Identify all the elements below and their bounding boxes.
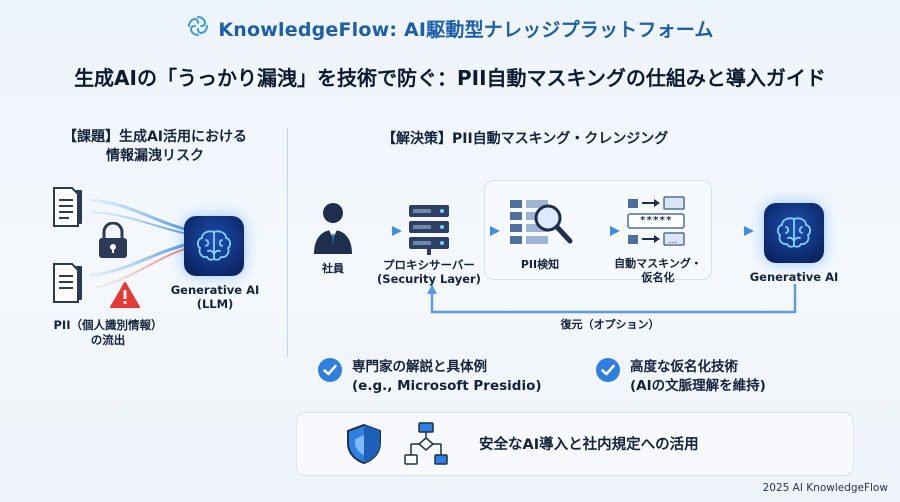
llm-label-line1: Generative AI [170, 283, 260, 297]
bottom-banner: 安全なAI導入と社内規定への活用 [296, 412, 854, 476]
feature-1-line2: (e.g., Microsoft Presidio) [352, 378, 542, 394]
masked-token: ***** [639, 215, 673, 226]
flowchart-icon [403, 421, 449, 471]
llm-label-line2: (LLM) [196, 297, 234, 311]
problem-title-line1: 【課題】生成AI活用における [62, 129, 248, 145]
solution-title: 【解決策】PII自動マスキング・クレンジング [382, 131, 669, 147]
check-circle-icon [596, 358, 620, 382]
warning-icon [110, 282, 140, 312]
feature-item-2: 高度な仮名化技術 (AIの文脈理解を維持) [596, 358, 766, 396]
masking-icon: … [626, 196, 688, 254]
generative-ai-label: Generative AI [749, 270, 839, 284]
pii-leak-label-line2: の流出 [90, 333, 126, 347]
brain-icon [197, 230, 231, 261]
check-circle-icon [318, 358, 342, 382]
svg-text:…: … [669, 236, 678, 246]
brain-icon [777, 217, 811, 248]
brand-header: KnowledgeFlow: AI駆動型ナレッジプラットフォーム [0, 14, 900, 42]
leak-flow-line-1 [89, 198, 189, 232]
proxy-label: プロキシサーバー (Security Layer) [370, 258, 488, 286]
pii-leak-label: PII（個人識別情報） の流出 [38, 318, 178, 348]
llm-brain-tile [184, 216, 244, 276]
shield-icon [345, 423, 383, 469]
page-headline: 生成AIの「うっかり漏洩」を技術で防ぐ：PII自動マスキングの仕組みと導入ガイド [74, 66, 826, 90]
server-icon [407, 203, 451, 261]
leak-flow-line-5 [94, 247, 189, 289]
footer-copyright: 2025 AI KnowledgeFlow [762, 482, 888, 494]
brand-title: KnowledgeFlow: AI駆動型ナレッジプラットフォーム [218, 18, 714, 41]
lock-icon [96, 221, 130, 264]
pii-leak-label-line1: PII（個人識別情報） [53, 318, 163, 332]
feature-item-1: 専門家の解説と具体例 (e.g., Microsoft Presidio) [318, 358, 542, 396]
feature-2-line1: 高度な仮名化技術 [630, 359, 738, 375]
masking-label: 自動マスキング・ 仮名化 [602, 257, 714, 285]
leak-flow-line-2 [89, 211, 189, 235]
proxy-label-line1: プロキシサーバー [383, 258, 475, 272]
employee-label: 社員 [322, 262, 344, 275]
document-icon [52, 186, 86, 232]
leak-flow-line-4 [89, 242, 189, 278]
pii-detect-label: PII検知 [520, 258, 560, 271]
feature-1-line1: 専門家の解説と具体例 [352, 359, 487, 375]
solution-flow-arrows [362, 226, 797, 314]
problem-title-line2: 情報漏洩リスク [106, 148, 204, 164]
section-divider [287, 128, 288, 358]
knowledgeflow-logo-icon [186, 14, 210, 42]
masking-label-line2: 仮名化 [641, 271, 675, 284]
masking-label-line1: 自動マスキング・ [614, 257, 702, 270]
proxy-label-line2: (Security Layer) [377, 272, 481, 286]
employee-icon [312, 200, 354, 260]
generative-ai-tile [764, 203, 824, 263]
bottom-banner-text: 安全なAI導入と社内規定への活用 [479, 437, 699, 453]
problem-title: 【課題】生成AI活用における 情報漏洩リスク [40, 128, 270, 166]
llm-label: Generative AI (LLM) [160, 283, 270, 311]
restore-return-path [430, 284, 797, 314]
pii-detect-icon [508, 196, 578, 256]
restore-label: 復元（オプション） [560, 318, 660, 331]
feature-2-line2: (AIの文脈理解を維持) [630, 378, 766, 394]
pii-document-icon [52, 262, 86, 308]
